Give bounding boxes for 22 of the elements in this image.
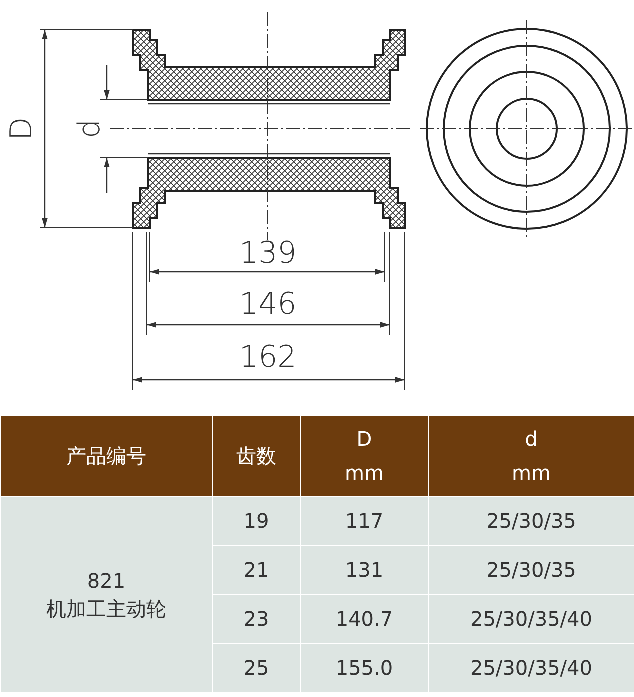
table-cell: 155.0 [300, 644, 428, 692]
dimension-label: 162 [240, 343, 297, 373]
table-header-cell: 产品编号 [0, 416, 212, 496]
table-cell: 25/30/35/40 [428, 644, 634, 692]
dimension-label: D [7, 117, 38, 141]
table-cell: 23 [212, 594, 300, 644]
table-cell: 25/30/35 [428, 546, 634, 594]
table-cell: 821 机加工主动轮 [0, 496, 212, 692]
table-header-cell: D mm [300, 416, 428, 496]
table-cell: 25 [212, 644, 300, 692]
table-cell: 25/30/35 [428, 496, 634, 546]
table-cell: 19 [212, 496, 300, 546]
dimension-label: 139 [240, 239, 297, 269]
dimension-label: 146 [240, 290, 297, 320]
dimension-label: d [75, 119, 106, 139]
table-cell: 117 [300, 496, 428, 546]
table-cell: 131 [300, 546, 428, 594]
table-cell: 25/30/35/40 [428, 594, 634, 644]
table-header-cell: d mm [428, 416, 634, 496]
table-header-cell: 齿数 [212, 416, 300, 496]
table-cell: 140.7 [300, 594, 428, 644]
table-cell: 21 [212, 546, 300, 594]
